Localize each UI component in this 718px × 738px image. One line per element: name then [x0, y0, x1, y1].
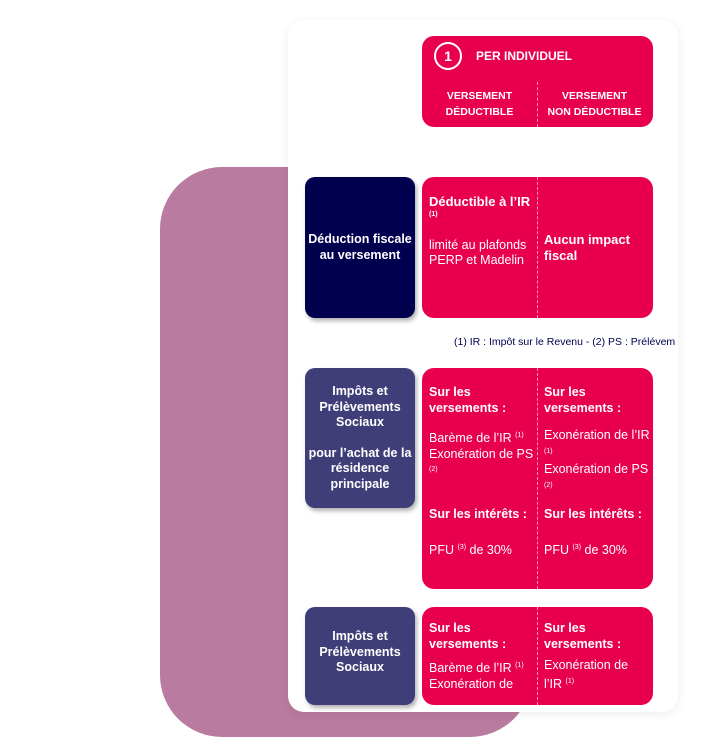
header-title: PER INDIVIDUEL [476, 49, 573, 63]
row-label-impots-residence: Impôts et Prélèvements Sociaux pour l’ac… [305, 368, 415, 508]
cell-title: Sur les versements : [429, 621, 507, 651]
divider [537, 177, 538, 318]
col-header-non-deductible: VERSEMENT NON DÉDUCTIBLE [537, 88, 652, 120]
row-label-text: Impôts et Prélèvements Sociaux [319, 629, 401, 674]
divider [537, 368, 538, 589]
text: Barème de l’IR [429, 431, 512, 445]
row-label-deduction: Déduction fiscale au versement [305, 177, 415, 318]
cell-non-deductible: Aucun impact fiscal [544, 232, 630, 263]
text: Exonération de [429, 676, 514, 691]
cell-title: Sur les intérêts : [544, 507, 642, 521]
footnote-ref: (2) [544, 481, 553, 489]
col-header-line: DÉDUCTIBLE [445, 106, 514, 118]
cell-deductible: Sur les versements : Barème de l’IR (1)E… [422, 621, 537, 692]
text: Barème de l’IR [429, 661, 512, 675]
text: Exonération de [544, 658, 629, 672]
footnote-ref: (1) [429, 210, 438, 218]
footnote-ref: (1) [565, 677, 575, 685]
cell-text: Exonération de l’IR (1) [544, 658, 652, 692]
footnote: (1) IR : Impôt sur le Revenu - (2) PS : … [454, 336, 676, 348]
col-header-line: VERSEMENT [446, 90, 513, 102]
header-per-individuel: 1 PER INDIVIDUEL VERSEMENT DÉDUCTIBLE VER… [422, 36, 653, 127]
text: l’IR [544, 676, 563, 691]
number-badge: 1 [434, 42, 462, 70]
cell-title: Déductible à l’IR [429, 194, 531, 209]
col-header-line: VERSEMENT [561, 90, 628, 102]
row-impots-cells: Sur les versements : Barème de l’IR (1)E… [422, 607, 653, 705]
text: PFU [544, 543, 569, 557]
cell-text: PFU (3) de 30% [544, 540, 664, 559]
row-deduction-cells: Déductible à l’IR (1) limité au plafonds… [422, 177, 653, 318]
cell-title: Sur les versements : [544, 385, 622, 415]
row-label-subtext: pour l’achat de la résidence principale [308, 445, 412, 491]
cell-deductible: Déductible à l’IR (1) limité au plafonds… [422, 194, 537, 269]
divider [537, 607, 538, 705]
footnote-ref: (1) [544, 447, 553, 455]
text: Exonération de PS [544, 462, 649, 476]
cell-title: Sur les intérêts : [429, 507, 527, 521]
footnote-ref: (3) [572, 544, 582, 551]
cell-text: Barème de l’IR (1) Exonération de PS (2) [429, 428, 537, 481]
footnote-ref: (1) [515, 662, 524, 669]
row-impots-residence-cells: Sur les versements : Barème de l’IR (1)E… [422, 368, 653, 589]
cell-text: limité au plafonds PERP et Madelin [429, 237, 527, 268]
cell-text: Barème de l’IR (1)Exonération de [429, 658, 537, 692]
cell-title: Sur les versements : [429, 385, 507, 415]
cell-non-deductible: Sur les versements : Exonération de l’IR … [537, 621, 652, 692]
footnote-ref: (3) [457, 544, 467, 551]
divider [537, 82, 538, 127]
text: de 30% [469, 543, 512, 557]
text: Exonération de l’IR [544, 428, 650, 442]
row-label-impots: Impôts et Prélèvements Sociaux [305, 607, 415, 705]
row-label-text: Impôts et Prélèvements Sociaux [319, 384, 401, 429]
row-label-text: Déduction fiscale au versement [308, 232, 412, 262]
text: PFU [429, 543, 454, 557]
col-header-deductible: VERSEMENT DÉDUCTIBLE [422, 88, 537, 120]
cell-text: PFU (3) de 30% [429, 540, 549, 559]
text: Exonération de PS [429, 446, 534, 461]
col-header-line: NON DÉDUCTIBLE [547, 106, 642, 118]
cell-text: Exonération de l’IR (1) Exonération de PS… [544, 428, 652, 496]
cell-non-deductible: Sur les versements : Exonération de l’IR… [537, 385, 652, 557]
text: de 30% [584, 543, 627, 557]
comparison-card: 1 PER INDIVIDUEL VERSEMENT DÉDUCTIBLE VER… [288, 20, 678, 712]
footnote-ref: (1) [515, 432, 524, 439]
footnote-ref: (2) [429, 466, 438, 473]
cell-deductible: Sur les versements : Barème de l’IR (1) E… [422, 385, 537, 557]
cell-title: Sur les versements : [544, 621, 622, 651]
